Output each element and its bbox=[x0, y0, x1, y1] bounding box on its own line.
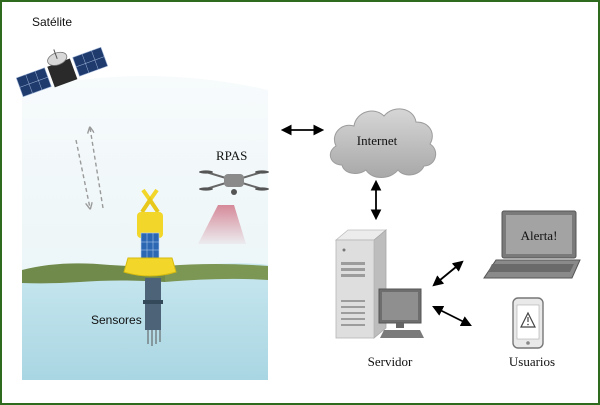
users-label: Usuarios bbox=[509, 354, 555, 369]
internet-label: Internet bbox=[357, 133, 398, 148]
server-icon bbox=[334, 229, 388, 339]
rpas-label: RPAS bbox=[216, 148, 247, 163]
server-label: Servidor bbox=[368, 354, 413, 369]
drone-icon bbox=[199, 170, 269, 195]
sensors-label: Sensores bbox=[91, 313, 142, 327]
warning-icon bbox=[520, 311, 536, 328]
satellite-link-arrows bbox=[75, 128, 104, 208]
monitor-icon bbox=[378, 288, 424, 338]
cloud-icon bbox=[329, 108, 437, 178]
connection-arrows bbox=[280, 124, 472, 326]
buoy-icon bbox=[123, 188, 177, 346]
satellite-label: Satélite bbox=[32, 15, 72, 29]
drone-beam bbox=[198, 205, 246, 244]
arrow-server-laptop bbox=[432, 260, 464, 287]
alert-text: Alerta! bbox=[521, 228, 558, 243]
arrow-server-phone bbox=[432, 306, 472, 326]
phone-icon bbox=[512, 297, 544, 349]
laptop-icon bbox=[483, 210, 581, 279]
satellite-icon bbox=[15, 46, 109, 98]
